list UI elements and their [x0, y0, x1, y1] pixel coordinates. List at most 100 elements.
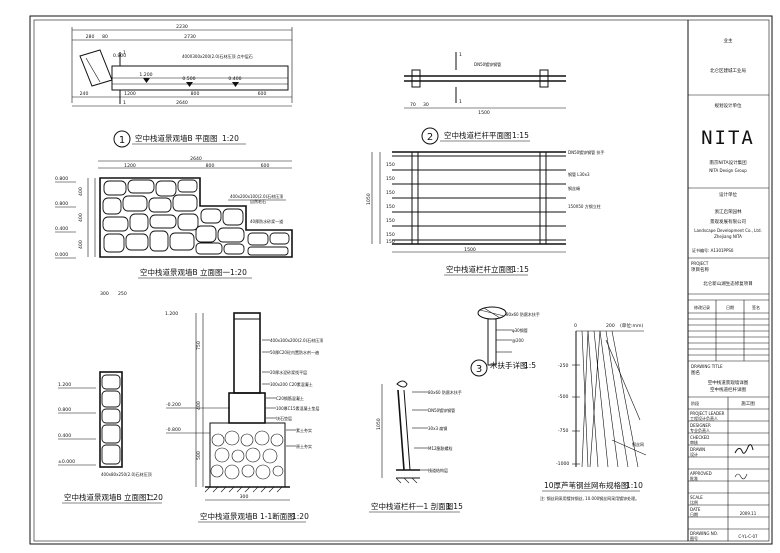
svg-text:1: 1	[123, 50, 126, 56]
elev1-dim: 1200	[124, 163, 136, 169]
rail-plan-title: 空中栈道栏杆平面图	[444, 130, 512, 140]
sec-note: 块石垫层	[276, 415, 292, 421]
role-en: DATE	[690, 507, 701, 512]
plan-level: 0.400	[228, 76, 241, 82]
role-en: PROJECT LEADER	[690, 411, 725, 416]
plan-note: 400X300x200(2.0)石材压顶 点中层石	[182, 53, 253, 59]
rail-elev-note: 钢管 L30x3	[568, 171, 590, 177]
elev1-level: 0.000	[55, 252, 68, 258]
rail-elev-dim: 150	[386, 176, 395, 182]
detail-marker-no: 2	[427, 132, 433, 143]
elev1-note: 40厚防水砂浆一道	[250, 218, 283, 224]
date-value: 2009.11	[740, 511, 757, 516]
cert-no: 证书编号: A1301PPS0	[692, 247, 734, 253]
sec-note: 原土夯实	[296, 443, 312, 449]
svg-text:1: 1	[123, 100, 126, 106]
elev1-dim: 800	[206, 163, 215, 169]
elev2-level: 1.200	[58, 382, 71, 388]
sec-dim: 300	[100, 291, 109, 297]
svg-text:1: 1	[459, 52, 462, 58]
elev1-level: 0.400	[55, 226, 68, 232]
elev1-level: 0.800	[55, 176, 68, 182]
mesh-tick: -1000	[556, 461, 569, 467]
plan-dim: 2730	[184, 34, 196, 40]
rail-sec-note: DN50镀锌钢管	[428, 407, 455, 413]
plan-dim: 2640	[176, 100, 188, 106]
elev2-title: 空中栈道景观墙B 立面图二	[64, 492, 155, 502]
elev1-dim: 600	[261, 163, 270, 169]
stage-value: 施工图	[741, 400, 755, 407]
sec-note: 20厚水泥砂浆找平层	[270, 369, 307, 375]
rail-sec-note: 栈道结构层	[428, 467, 448, 473]
title-block: 业主 北仑区建城工业局 规划设计单位 NITA 南京NITA设计集团 NITA …	[687, 20, 769, 541]
section-title-markers: 300 250	[100, 291, 127, 297]
plan-level: 0.800	[113, 53, 126, 59]
sec-note: 素土夯实	[296, 427, 312, 433]
mesh-note: 钢丝网	[632, 441, 644, 447]
sec-dim: 250	[118, 291, 127, 297]
revision-header-2: 日期	[726, 304, 734, 310]
plan-scale: 1:20	[222, 134, 239, 143]
role-en: APPROVED	[690, 471, 712, 476]
rail-plan-dim: 30	[423, 102, 429, 108]
company-en-2: Zhejiang NITA	[714, 234, 742, 239]
plan-dim: 2230	[176, 24, 188, 30]
role-cn: 审核	[690, 439, 698, 445]
rail-elev-dim: 150	[386, 204, 395, 210]
railing-plan: 1 1 1500 70 30 DN50镀锌钢管 2 空中栈道栏杆平面图 1:15	[404, 52, 566, 145]
rail-elev-dim: 150	[386, 239, 395, 245]
mesh-axis-top: 0	[574, 323, 577, 329]
elev1-note: 自然毛石	[250, 198, 266, 204]
project-name: 北仑新山湖生态修复项目	[703, 280, 753, 287]
mesh-footnote: 注: 钢丝网采用镀锌钢丝, 10.000钢丝网采用镀锌处理。	[540, 495, 639, 501]
mesh-tick: -250	[558, 363, 569, 369]
section-scale: 1:20	[292, 512, 309, 521]
drawing-title-en: DRAWING TITLE	[691, 364, 723, 369]
elev2-scale: 1:20	[146, 493, 163, 502]
elev1-scale: 1:20	[230, 268, 247, 277]
drawing-title-1: 空中栈道景观墙详图	[708, 379, 749, 386]
mesh-title: 10厚芦苇钢丝网布规格图	[544, 480, 629, 490]
design-unit2-label: 设计单位	[719, 191, 737, 198]
rail-sec-scale: 1:15	[446, 502, 463, 511]
plan-title: 空中栈道景观墙B 平面图	[135, 133, 218, 143]
rail-elev-note: DN50镀锌钢管 扶手	[568, 149, 604, 155]
mesh-tick: -750	[558, 428, 569, 434]
rail-elev-dim: 150	[386, 190, 395, 196]
foundation-stones	[210, 430, 284, 480]
elev1-level: 0.800	[55, 201, 68, 207]
handrail-scale: 1:5	[524, 361, 536, 370]
railing-section: 1050 80x60 防腐木扶手 DN50镀锌钢管 30x3 扁钢 M12膨胀螺…	[369, 380, 463, 513]
svg-text:1: 1	[459, 99, 462, 105]
rail-sec-note: 30x3 扁钢	[428, 425, 447, 431]
role-cn: 设计	[690, 451, 698, 457]
rail-elev-dim: 150	[386, 232, 395, 238]
sec-level: -0.800	[166, 427, 181, 433]
sec-dim: 300	[240, 494, 249, 500]
plan-dim: 240	[80, 91, 89, 97]
plan-dim: 1200	[124, 91, 136, 97]
mesh-lines	[581, 330, 647, 468]
rail-plan-note: DN50镀锌钢管	[474, 61, 501, 67]
role-cn: 批准	[690, 475, 698, 481]
handrail-title: 木扶手详图	[490, 360, 528, 370]
role-en: DESIGNER	[690, 423, 711, 428]
detail-marker	[421, 127, 439, 145]
rail-sec-dim: 1050	[376, 418, 382, 430]
role-cn: 工程设计负责人	[690, 415, 718, 421]
rail-sec-note: 80x60 防腐木扶手	[428, 389, 462, 395]
role-cn: 比例	[690, 499, 698, 505]
role-cn: 图号	[690, 535, 698, 541]
design-group-cn: 南京NITA设计集团	[709, 159, 747, 166]
design-group-en: NITA Design Group	[709, 168, 747, 173]
elev2-level: 0.800	[58, 407, 71, 413]
sec-note: 50厚C20砼内置防水剂一遍	[270, 349, 319, 355]
drawing-title-cn: 图名	[691, 369, 700, 376]
plan-dim: 280	[86, 34, 95, 40]
rail-plan-scale: 1:15	[512, 131, 529, 140]
handrail-note: φ30钢管	[512, 327, 528, 333]
elev2-level: 0.400	[58, 433, 71, 439]
company-cn-2: 景观发展有限公司	[710, 218, 746, 225]
rail-elev-note: 钢丝绳	[568, 185, 580, 191]
sheet-border	[29, 15, 773, 545]
